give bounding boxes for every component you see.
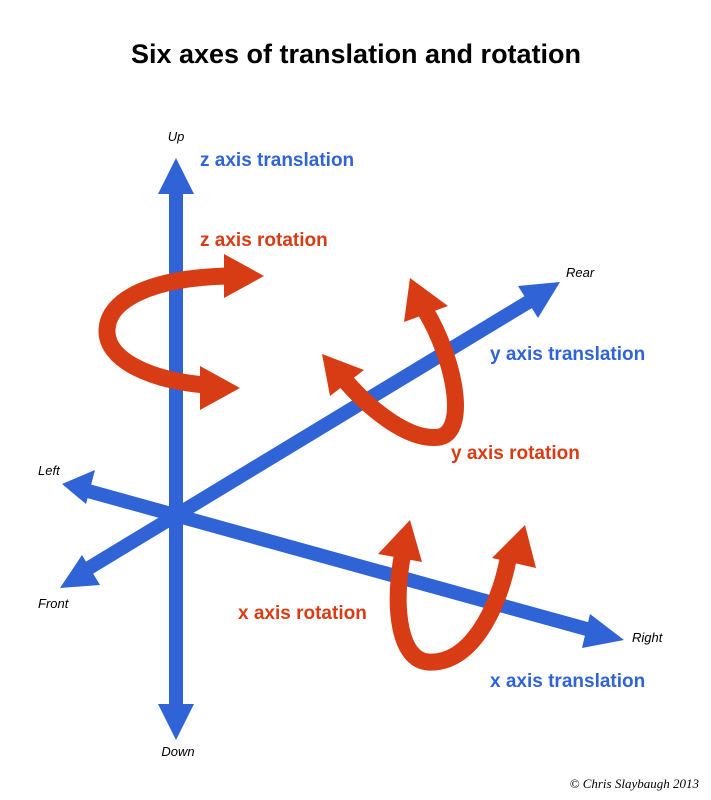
rotation-arrows [98,254,536,671]
y-axis-line [80,292,539,577]
z-translation-label: z axis translation [200,150,354,171]
right-label: Right [632,630,664,645]
translation-axes [60,158,624,740]
rear-arrowhead [518,282,560,318]
diagram-title: Six axes of translation and rotation [131,39,581,69]
front-arrowhead [60,555,100,588]
left-arrowhead [62,470,95,504]
x-rotation-label: x axis rotation [238,603,367,624]
y-translation-label: y axis translation [490,344,645,365]
right-arrowhead [582,614,624,648]
y-rotation-arrowhead-left [322,354,364,396]
y-rotation-arrowhead-top [404,278,448,322]
down-arrowhead [158,704,194,740]
y-rotation-label: y axis rotation [451,443,580,464]
up-arrowhead [158,158,194,194]
up-label: Up [168,129,185,144]
x-rotation-arrowhead-left [378,520,422,562]
x-rotation-arrowhead-right [492,525,536,568]
copyright: © Chris Slaybaugh 2013 [570,776,700,791]
down-label: Down [161,744,194,759]
z-rotation-arrowhead-bottom [200,366,240,410]
z-rotation-label: z axis rotation [200,230,328,251]
x-translation-label: x axis translation [490,671,645,692]
x-rotation-curve [389,550,517,671]
left-label: Left [38,463,61,478]
x-axis-line [86,484,596,638]
front-label: Front [38,596,70,611]
rear-label: Rear [566,265,595,280]
z-rotation-curve [98,267,229,394]
y-rotation-curve [336,305,464,446]
z-rotation-arrowhead-top [224,254,264,298]
